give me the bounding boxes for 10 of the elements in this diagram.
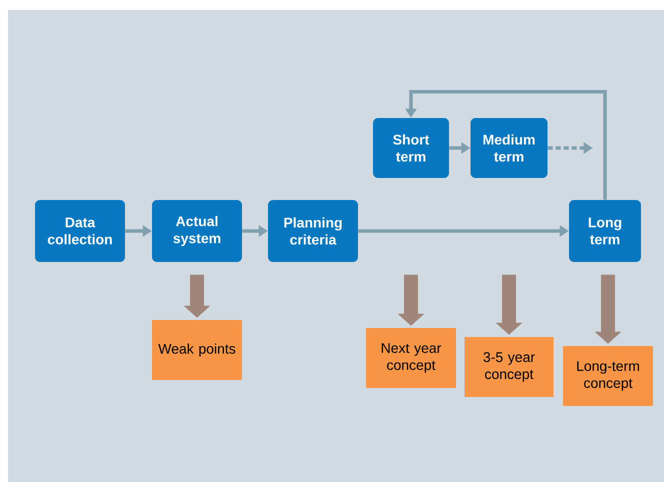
result-box: Long-term concept [563,346,653,406]
process-box: Actual system [152,200,242,262]
process-box: Planning criteria [268,200,358,262]
result-box: Weak points [152,320,242,380]
result-box: 3-5 year concept [464,337,554,397]
result-box: Next year concept [366,328,456,388]
process-box: Data collection [35,200,125,262]
process-box: Long term [569,200,641,262]
process-box: Short term [373,118,449,178]
process-box: Medium term [470,118,548,178]
